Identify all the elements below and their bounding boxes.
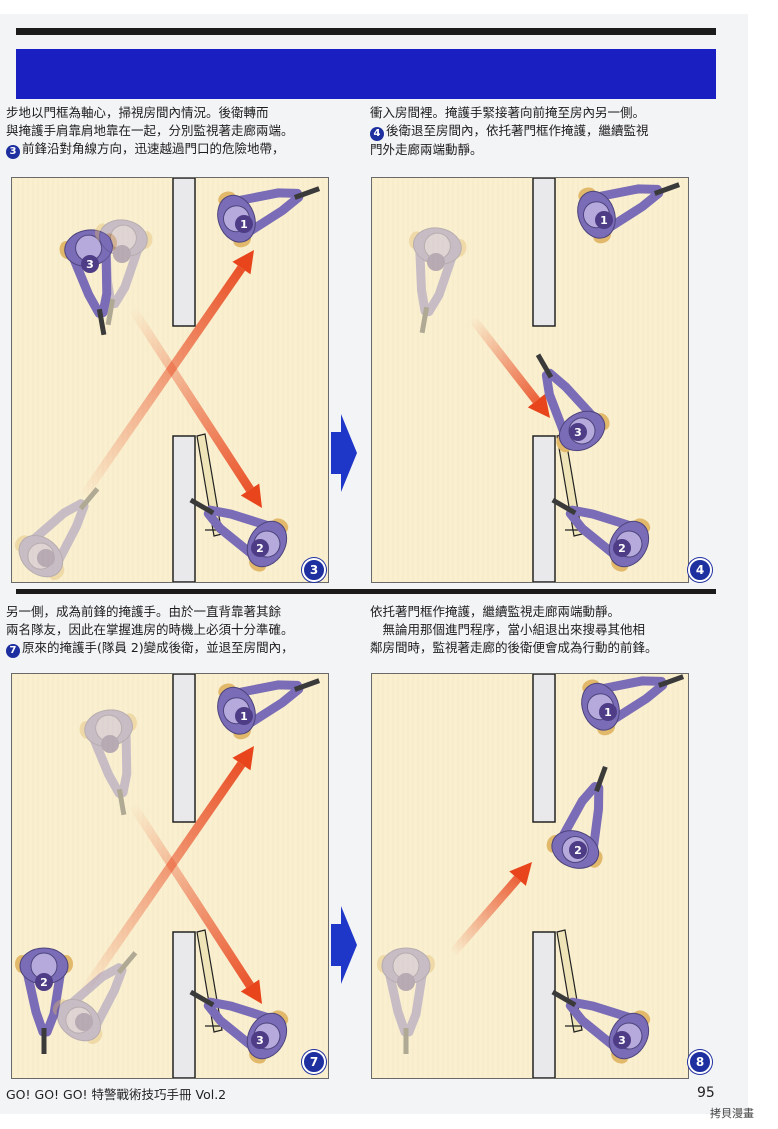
operator-figure: 2 (546, 765, 608, 869)
diagram-canvas: 3 1 2 (14, 178, 321, 582)
operator-label: 3 (256, 1034, 264, 1047)
watermark: 拷貝漫畫 (710, 1107, 754, 1120)
operator-figure: 2 (551, 497, 651, 572)
wall (172, 674, 196, 823)
text-line: 依托著門框作掩護，繼續監視走廊兩端動靜。 (370, 604, 621, 619)
operator-figure: 1 (581, 674, 685, 736)
arrow-head-icon (240, 979, 262, 1004)
step-badge: 7 (302, 1050, 326, 1074)
operator-figure (409, 227, 467, 334)
step-badge: 4 (688, 558, 712, 582)
diagram-step-7: 1 2 3 7 (11, 673, 329, 1079)
arrow-head-icon (240, 483, 262, 508)
movement-arrow (468, 315, 541, 404)
operator-figure (79, 709, 137, 816)
wall (172, 931, 196, 1078)
text-line: 另一側，成為前鋒的掩護手。由於一直背靠著其餘 (6, 604, 282, 619)
paragraph-top-left: 步地以門框為軸心，掃視房間內情況。後衛轉而 與掩護手肩靠肩地靠在一起，分別監視著… (6, 104, 294, 159)
operator-label: 1 (604, 706, 612, 719)
next-step-arrow-icon (331, 414, 357, 492)
text-line: 鄰房間時，監視著走廊的後衛便會成為行動的前鋒。 (370, 640, 658, 655)
operator-figure: 2 (189, 497, 289, 572)
step-number-icon: 7 (6, 644, 20, 658)
section-divider (16, 589, 716, 594)
operator-figure: 1 (577, 182, 681, 244)
text-line: 步地以門框為軸心，掃視房間內情況。後衛轉而 (6, 105, 269, 120)
diagram-canvas: 1 2 3 (377, 674, 685, 1078)
operator-figure: 2 (15, 947, 73, 1054)
wall (532, 435, 556, 582)
text-line: 與掩護手肩靠肩地靠在一起，分別監視著走廊兩端。 (6, 123, 294, 138)
operator-figure: 3 (551, 989, 651, 1064)
operator-figure (14, 487, 100, 581)
wall (532, 178, 556, 327)
operator-label: 1 (240, 218, 248, 231)
operator-label: 3 (86, 258, 94, 271)
operator-figure: 3 (535, 353, 610, 453)
step-number-icon: 4 (370, 127, 384, 141)
wall (532, 931, 556, 1078)
page-number: 95 (697, 1085, 715, 1101)
operator-figure (377, 947, 435, 1054)
operator-label: 2 (40, 976, 48, 989)
wall (532, 674, 556, 823)
wall (172, 178, 196, 327)
text-line: 無論用那個進門程序，當小組退出來搜尋其他相 (370, 622, 646, 637)
wall (172, 435, 196, 582)
operator-label: 1 (240, 710, 248, 723)
step-badge: 3 (302, 558, 326, 582)
operator-label: 1 (600, 214, 608, 227)
header-banner (16, 49, 716, 99)
text-line: 衝入房間裡。掩護手緊接著向前掩至房內另一側。 (370, 105, 646, 120)
arrow-head-icon (232, 746, 254, 771)
text-line-content: 原來的掩護手(隊員 2)變成後衛，並退至房間內， (22, 640, 294, 655)
movement-arrow (128, 801, 254, 989)
top-rule (16, 28, 716, 35)
operator-figure: 3 (189, 989, 289, 1064)
text-line-content: 前鋒沿對角線方向，迅速越過門口的危險地帶， (22, 141, 285, 156)
movement-arrow (78, 265, 246, 501)
diagram-step-4: 1 3 2 4 (371, 177, 712, 583)
text-line: 兩名隊友，因此在掌握進房的時機上必須十分準確。 (6, 622, 294, 637)
paragraph-mid-right: 依托著門框作掩護，繼續監視走廊兩端動靜。 無論用那個進門程序，當小組退出來搜尋其… (370, 603, 658, 657)
diagram-step-8: 1 2 3 8 (371, 673, 712, 1079)
movement-arrow (128, 305, 254, 493)
arrow-head-icon (527, 393, 550, 418)
movement-arrow (448, 875, 521, 957)
operator-label: 2 (574, 844, 582, 857)
operator-figure: 3 (59, 229, 117, 336)
diagram-canvas: 1 2 3 (15, 674, 321, 1078)
operator-label: 2 (618, 542, 626, 555)
arrow-head-icon (232, 250, 254, 275)
operator-figure (52, 951, 138, 1045)
operator-figure: 1 (217, 186, 321, 248)
operator-label: 3 (618, 1034, 626, 1047)
paragraph-mid-left: 另一側，成為前鋒的掩護手。由於一直背靠著其餘 兩名隊友，因此在掌握進房的時機上必… (6, 603, 294, 658)
operator-figure: 1 (217, 678, 321, 740)
step-number-icon: 3 (6, 145, 20, 159)
book-title: GO! GO! GO! 特警戰術技巧手冊 Vol.2 (6, 1087, 227, 1102)
operator-figure (95, 219, 153, 326)
diagram-canvas: 1 3 2 (409, 178, 681, 582)
movement-arrow (78, 761, 246, 997)
operator-label: 2 (256, 542, 264, 555)
text-line-content: 後衛退至房間內，依托著門框作掩護，繼續監視 (386, 123, 649, 138)
text-line: 門外走廊兩端動靜。 (370, 142, 483, 157)
operator-label: 3 (574, 426, 582, 439)
step-badge: 8 (688, 1050, 712, 1074)
arrow-head-icon (509, 862, 532, 886)
next-step-arrow-icon (331, 906, 357, 984)
diagram-step-3: 3 1 2 3 (11, 177, 329, 583)
